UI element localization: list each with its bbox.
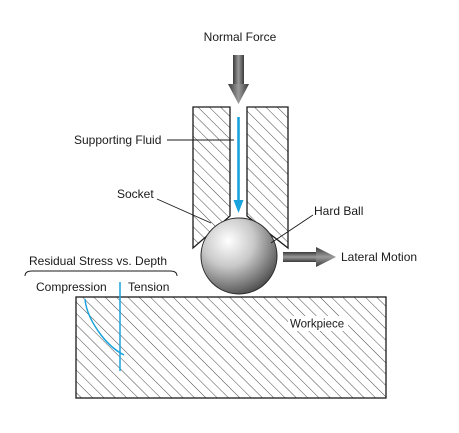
lateral-motion-arrow	[283, 247, 336, 267]
tension-label: Tension	[128, 280, 169, 294]
hard-ball-leader	[270, 214, 314, 244]
normal-force-label: Normal Force	[204, 30, 277, 44]
workpiece: Workpiece	[75, 296, 387, 399]
residual-stress-curve	[84, 298, 125, 356]
supporting-fluid-label: Supporting Fluid	[74, 133, 161, 147]
residual-stress-label: Residual Stress vs. Depth	[29, 254, 167, 268]
lateral-motion-label: Lateral Motion	[341, 250, 417, 264]
workpiece-label-bg	[288, 316, 348, 331]
normal-force-arrow	[228, 55, 249, 104]
socket-right-wall	[246, 106, 289, 250]
workpiece-label: Workpiece	[290, 319, 344, 331]
residual-stress-plot	[24, 270, 178, 371]
socket	[192, 106, 289, 250]
hard-ball-label: Hard Ball	[314, 204, 363, 218]
socket-left-wall	[192, 106, 231, 250]
socket-label: Socket	[117, 187, 154, 201]
hard-ball	[200, 217, 278, 295]
residual-stress-bracket	[24, 270, 178, 277]
supporting-fluid-arrow	[233, 117, 244, 213]
compression-label: Compression	[36, 280, 107, 294]
socket-leader	[156, 198, 212, 224]
